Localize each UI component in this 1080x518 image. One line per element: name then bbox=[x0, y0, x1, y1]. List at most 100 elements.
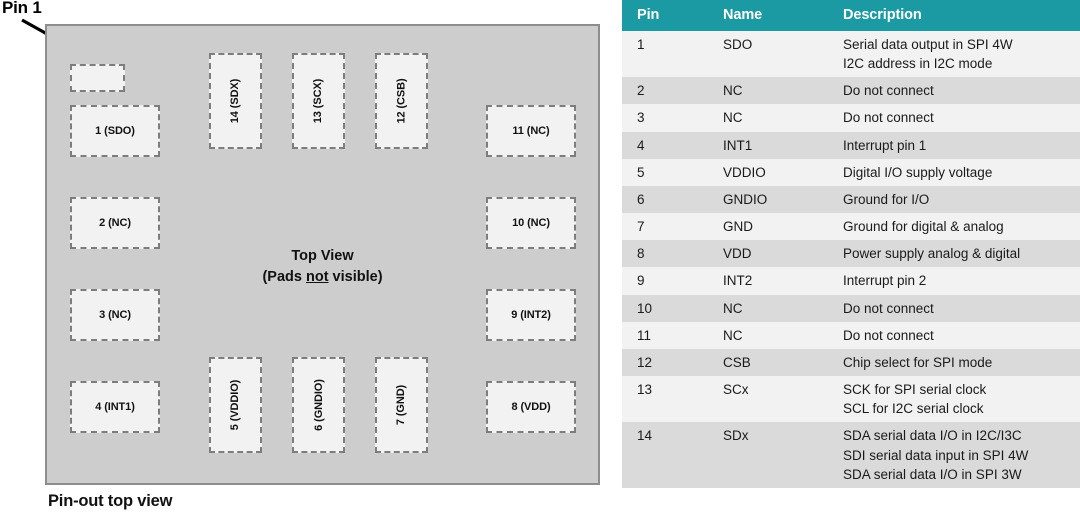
table-header-row: Pin Name Description bbox=[622, 0, 1080, 31]
description-line: Do not connect bbox=[843, 327, 934, 343]
column-header-pin: Pin bbox=[622, 0, 708, 31]
pad-9-int2: 9 (INT2) bbox=[486, 289, 576, 341]
cell-name: INT1 bbox=[708, 131, 828, 159]
description-line: Power supply analog & digital bbox=[843, 246, 1021, 262]
pad-label-6: 6 (GNDIO) bbox=[312, 379, 325, 431]
pad-label-5: 5 (VDDIO) bbox=[229, 379, 242, 431]
cell-description: Interrupt pin 1 bbox=[828, 131, 1080, 159]
cell-name: NC bbox=[708, 321, 828, 349]
pad-label-11: 11 (NC) bbox=[512, 125, 550, 137]
cell-description: Power supply analog & digital bbox=[828, 240, 1080, 268]
description-line: Do not connect bbox=[843, 110, 934, 126]
pad-label-12: 12 (CSB) bbox=[395, 78, 408, 124]
pad-label-3: 3 (NC) bbox=[99, 309, 131, 321]
pin1-callout-label: Pin 1 bbox=[2, 0, 42, 17]
cell-name: NC bbox=[708, 294, 828, 322]
cell-pin: 3 bbox=[622, 104, 708, 132]
description-line: Serial data output in SPI 4W bbox=[843, 37, 1013, 52]
pad-12-csb: 12 (CSB) bbox=[375, 53, 428, 149]
pad-14-sdx: 14 (SDX) bbox=[209, 53, 262, 149]
cell-name: SCx bbox=[708, 376, 828, 423]
description-line: I2C address in I2C mode bbox=[843, 56, 993, 72]
pad-label-14: 14 (SDX) bbox=[229, 78, 242, 124]
cell-name: NC bbox=[708, 104, 828, 132]
pad-label-9: 9 (INT2) bbox=[511, 309, 551, 321]
cell-name: GNDIO bbox=[708, 185, 828, 214]
pad-2-nc: 2 (NC) bbox=[70, 197, 160, 249]
cell-name: VDD bbox=[708, 240, 828, 268]
pad-3-nc: 3 (NC) bbox=[70, 289, 160, 341]
cell-name: SDx bbox=[708, 422, 828, 488]
pads-caption-suffix: visible) bbox=[328, 269, 383, 286]
pad-label-10: 10 (NC) bbox=[512, 217, 550, 229]
pad-11-nc: 11 (NC) bbox=[486, 105, 576, 157]
top-view-caption-line2: (Pads not visible) bbox=[47, 267, 598, 288]
cell-pin: 10 bbox=[622, 294, 708, 322]
cell-pin: 1 bbox=[622, 31, 708, 78]
cell-description: Do not connect bbox=[828, 294, 1080, 322]
description-line: Do not connect bbox=[843, 300, 934, 316]
cell-name: SDO bbox=[708, 31, 828, 78]
description-line: SDA serial data I/O in SPI 3W bbox=[843, 466, 1022, 482]
pad-7-gnd: 7 (GND) bbox=[375, 357, 428, 453]
pad-6-gndio: 6 (GNDIO) bbox=[292, 357, 345, 453]
cell-description: Interrupt pin 2 bbox=[828, 267, 1080, 295]
top-view-caption-line1: Top View bbox=[291, 248, 354, 264]
cell-pin: 13 bbox=[622, 376, 708, 423]
package-outline: 1 (SDO) 2 (NC) 3 (NC) 4 (INT1) 5 (VDDIO)… bbox=[45, 24, 600, 485]
description-line: Interrupt pin 2 bbox=[843, 273, 927, 289]
pad-5-vddio: 5 (VDDIO) bbox=[209, 357, 262, 453]
description-line: SCL for I2C serial clock bbox=[843, 401, 984, 417]
cell-name: INT2 bbox=[708, 267, 828, 295]
cell-name: VDDIO bbox=[708, 158, 828, 186]
description-line: SDA serial data I/O in I2C/I3C bbox=[843, 428, 1022, 444]
diagram-caption: Pin-out top view bbox=[48, 492, 173, 510]
cell-pin: 2 bbox=[622, 77, 708, 105]
cell-pin: 14 bbox=[622, 422, 708, 488]
cell-description: Serial data output in SPI 4W I2C address … bbox=[828, 31, 1080, 78]
top-view-caption: Top View (Pads not visible) bbox=[47, 246, 598, 288]
pad-10-nc: 10 (NC) bbox=[486, 197, 576, 249]
pad-13-scx: 13 (SCX) bbox=[292, 53, 345, 149]
pad-label-1: 1 (SDO) bbox=[95, 125, 135, 137]
cell-pin: 4 bbox=[622, 131, 708, 159]
cell-pin: 7 bbox=[622, 213, 708, 241]
pad-8-vdd: 8 (VDD) bbox=[486, 381, 576, 433]
cell-description: SDA serial data I/O in I2C/I3C SDI serial… bbox=[828, 422, 1080, 488]
pad-label-7: 7 (GND) bbox=[395, 384, 408, 426]
description-line: SDI serial data input in SPI 4W bbox=[843, 447, 1029, 463]
cell-pin: 5 bbox=[622, 158, 708, 186]
cell-description: Do not connect bbox=[828, 104, 1080, 132]
description-line: Chip select for SPI mode bbox=[843, 354, 993, 370]
cell-name: NC bbox=[708, 77, 828, 105]
pads-caption-emphasis: not bbox=[305, 269, 329, 286]
description-line: Do not connect bbox=[843, 83, 934, 99]
cell-description: Digital I/O supply voltage bbox=[828, 158, 1080, 186]
pad-1-sdo: 1 (SDO) bbox=[70, 105, 160, 157]
pin1-marker-pad bbox=[70, 64, 125, 92]
cell-description: Ground for digital & analog bbox=[828, 213, 1080, 241]
cell-pin: 11 bbox=[622, 321, 708, 349]
cell-pin: 12 bbox=[622, 348, 708, 377]
cell-description: Chip select for SPI mode bbox=[828, 348, 1080, 377]
cell-pin: 6 bbox=[622, 185, 708, 214]
cell-pin: 8 bbox=[622, 240, 708, 268]
description-line: SCK for SPI serial clock bbox=[843, 382, 987, 398]
pad-label-4: 4 (INT1) bbox=[95, 401, 135, 413]
